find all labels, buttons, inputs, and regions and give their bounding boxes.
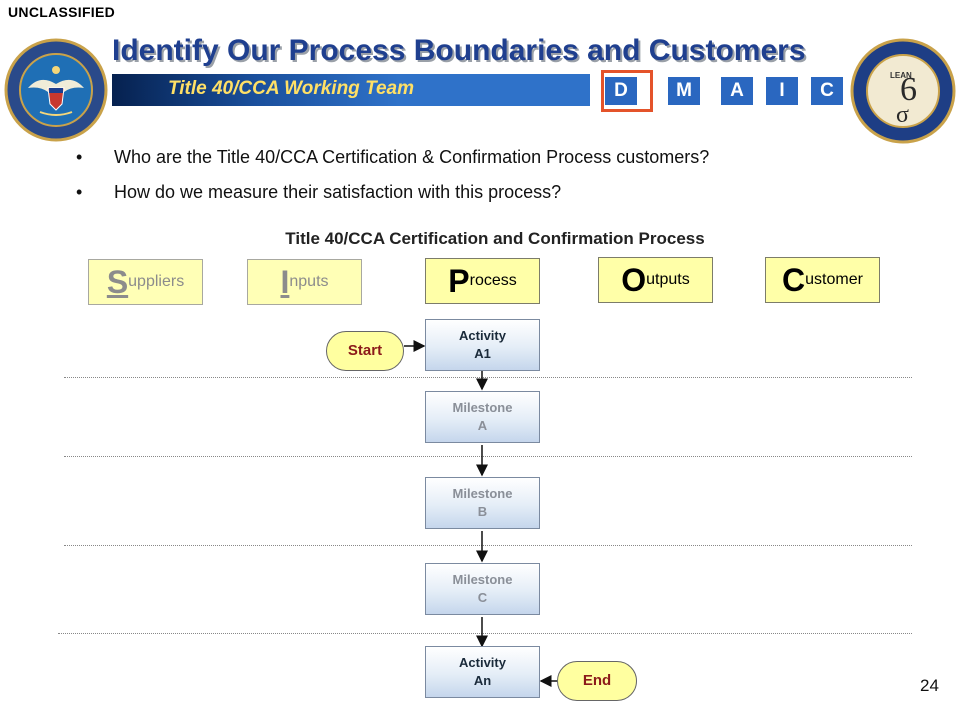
six-numeral: 6 bbox=[900, 71, 917, 108]
dmaic-improve: I bbox=[766, 77, 798, 105]
dmaic-current-phase-highlight bbox=[601, 70, 653, 112]
classification-label: UNCLASSIFIED bbox=[8, 4, 116, 20]
bullet-item: •Who are the Title 40/CCA Certification … bbox=[76, 147, 710, 167]
start-terminal: Start bbox=[326, 331, 404, 371]
end-terminal: End bbox=[557, 661, 637, 701]
page-title: Identify Our Process Boundaries and Cust… bbox=[112, 34, 806, 67]
lane-separator bbox=[64, 545, 912, 546]
lane-separator bbox=[64, 456, 912, 457]
team-banner bbox=[112, 74, 590, 106]
dmaic-analyze: A bbox=[721, 77, 753, 105]
bullet-item: •How do we measure their satisfaction wi… bbox=[76, 182, 562, 202]
dmaic-control: C bbox=[811, 77, 843, 105]
lean-text: LEAN bbox=[890, 71, 912, 80]
dod-seal-logo bbox=[4, 38, 108, 142]
team-label: Title 40/CCA Working Team bbox=[168, 78, 414, 99]
dmaic-define: D bbox=[605, 77, 637, 105]
lane-separator bbox=[64, 377, 912, 378]
dmaic-measure: M bbox=[668, 77, 700, 105]
sigma-symbol: σ bbox=[896, 102, 909, 128]
diagram-title: Title 40/CCA Certification and Confirmat… bbox=[285, 229, 705, 248]
lane-separator bbox=[58, 633, 912, 634]
page-number: 24 bbox=[920, 676, 939, 695]
lean-six-sigma-seal-logo: LEAN 6 σ bbox=[850, 38, 956, 144]
